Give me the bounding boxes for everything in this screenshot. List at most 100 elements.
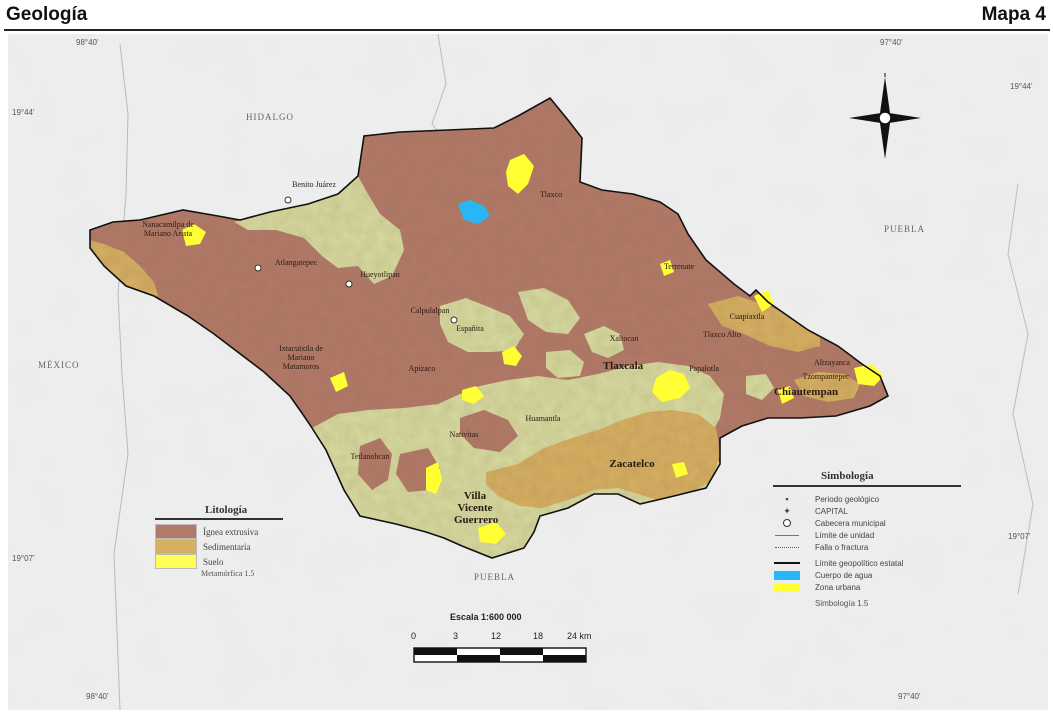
town-label: Nativitas <box>449 430 479 439</box>
coordinate-label: 97°40' <box>880 38 903 47</box>
header-divider <box>4 29 1050 31</box>
town-label: Benito Juárez <box>292 180 336 189</box>
igneous-swatch <box>155 524 197 539</box>
north-arrow-icon <box>845 73 925 168</box>
town-label: Tlaxcala <box>602 360 644 372</box>
coordinate-label: 19°07' <box>1008 532 1031 541</box>
state-label-hidalgo: HIDALGO <box>246 112 294 122</box>
scale-tick-label: 24 km <box>567 631 592 641</box>
legend-item-label: Sedimentaria <box>203 541 251 552</box>
urban-zone[interactable] <box>754 290 774 312</box>
legend-note: Metamórfica 1.5 <box>201 569 255 578</box>
symbology-legend: Simbología ▪ Periodo geológico ✦ CAPITAL… <box>773 470 961 608</box>
soil-swatch <box>155 554 197 569</box>
town-label: Ixtacuixtla de Mariano Matamoros <box>279 344 323 371</box>
urban-swatch-icon <box>773 582 801 592</box>
map-canvas[interactable]: 98°40' 97°40' 19°44' 19°07' 19°44' 19°07… <box>8 34 1048 710</box>
neighbor-state-border <box>1007 183 1034 595</box>
legend-item-label: CAPITAL <box>815 506 848 516</box>
town-label: Atlangatepec <box>274 258 318 267</box>
urban-zone[interactable] <box>426 462 442 494</box>
legend-item: Sedimentaria <box>155 539 283 554</box>
legend-divider <box>773 485 961 487</box>
town-label: Huamantla <box>525 414 561 423</box>
town-label: Altzayanca <box>814 358 850 367</box>
legend-item: Cabecera municipal <box>773 517 961 529</box>
legend-item-label: Cabecera municipal <box>815 518 886 528</box>
urban-zone[interactable] <box>330 372 348 392</box>
scale-tick-label: 3 <box>453 631 459 641</box>
town-label: Zacatelco <box>609 458 655 470</box>
town-label: Apizaco <box>408 364 436 373</box>
municipal-seat-marker[interactable] <box>345 280 353 288</box>
scale-tick-label: 18 <box>533 631 544 641</box>
legend-item: ✦ CAPITAL <box>773 505 961 517</box>
town-label: Tzompantepec <box>802 372 850 381</box>
urban-zone[interactable] <box>182 224 206 246</box>
scale-tick-label: 12 <box>491 631 502 641</box>
water-swatch-icon <box>773 570 801 580</box>
town-label: Terrenate <box>663 262 695 271</box>
town-label: Papalotla <box>689 364 719 373</box>
town-label: Cuapiaxtla <box>729 312 765 321</box>
state-label-puebla: PUEBLA <box>884 224 926 234</box>
legend-divider <box>155 518 283 520</box>
legend-item-label: Zona urbana <box>815 582 861 592</box>
municipal-seat-marker[interactable] <box>254 264 262 272</box>
legend-item-label: Ígnea extrusiva <box>203 526 259 537</box>
thick-line-icon <box>773 558 801 568</box>
state-border <box>89 96 890 559</box>
coordinate-label: 97°40' <box>898 692 921 701</box>
legend-item: Ígnea extrusiva <box>155 524 283 539</box>
legend-item: Zona urbana <box>773 581 961 593</box>
urban-zone[interactable] <box>506 154 534 194</box>
municipal-seat-marker[interactable] <box>450 316 458 324</box>
legend-item-label: Falla o fractura <box>815 542 869 552</box>
coordinate-label: 98°40' <box>86 692 109 701</box>
town-label: Tetlanohcan <box>350 452 390 461</box>
urban-zone[interactable] <box>462 386 484 404</box>
legend-title: Litología <box>205 504 248 516</box>
legend-item-label: Suelo <box>203 556 224 567</box>
urban-zone[interactable] <box>502 346 522 366</box>
lithology-legend: Litología Ígnea extrusiva Sedimentaria S… <box>155 504 283 578</box>
scale-tick-label: 0 <box>411 631 417 641</box>
town-label: Xaltocan <box>609 334 639 343</box>
map-svg <box>8 34 1048 710</box>
urban-zone[interactable] <box>778 386 794 404</box>
state-label-puebla: PUEBLA <box>474 572 516 582</box>
urban-zones <box>182 154 884 544</box>
urban-zone[interactable] <box>478 522 506 544</box>
circle-icon <box>773 518 801 528</box>
thin-line-icon <box>773 530 801 540</box>
legend-item: Límite de unidad <box>773 529 961 541</box>
legend-note: Simbología 1.5 <box>815 599 869 608</box>
town-label: Nanacamilpa de Mariano Arista <box>142 220 194 238</box>
town-label: Tlaxco Alto <box>703 330 741 339</box>
legend-item-label: Límite geopolítico estatal <box>815 558 904 568</box>
legend-item: ▪ Periodo geológico <box>773 493 961 505</box>
neighbor-state-border <box>113 43 129 710</box>
legend-item: Límite geopolítico estatal <box>773 557 961 569</box>
water-body[interactable] <box>458 200 490 224</box>
coordinate-label: 19°07' <box>12 554 35 563</box>
legend-item: Suelo <box>155 554 283 569</box>
municipal-seat-marker[interactable] <box>284 196 292 204</box>
dot-icon: ▪ <box>785 494 789 504</box>
coordinate-label: 19°44' <box>1010 82 1033 91</box>
urban-zone[interactable] <box>854 364 884 386</box>
town-label: Calpulalpan <box>410 306 450 315</box>
town-label: Españita <box>456 324 484 333</box>
map-header: Geología Mapa 4 <box>0 0 1054 34</box>
legend-item: Falla o fractura <box>773 541 961 553</box>
town-label: Tlaxco <box>539 190 563 199</box>
legend-item: Cuerpo de agua <box>773 569 961 581</box>
state-label-mexico: MÉXICO <box>38 360 80 370</box>
urban-zone[interactable] <box>672 462 688 478</box>
page-title: Geología <box>6 4 88 25</box>
coordinate-label: 19°44' <box>12 108 35 117</box>
town-label: Chiautempan <box>774 386 839 398</box>
urban-zone[interactable] <box>660 260 674 276</box>
urban-zone[interactable] <box>652 370 690 402</box>
dotted-line-icon <box>773 542 801 552</box>
